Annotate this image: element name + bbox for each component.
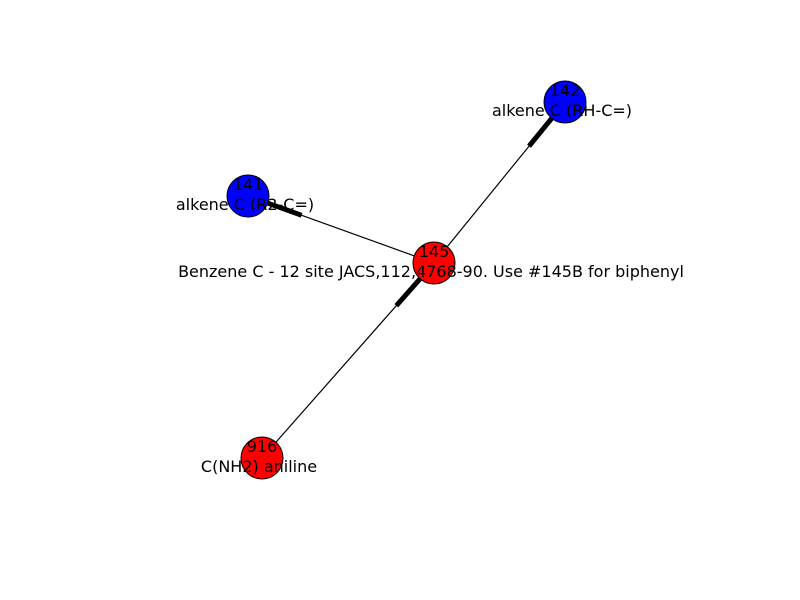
edge-arrowhead-145-142 (527, 115, 555, 148)
edge-arrowhead-145-141 (265, 200, 303, 218)
node-label-142: alkene C (RH-C=) (492, 101, 632, 120)
node-label-916: C(NH2) aniline (201, 457, 317, 476)
node-id-916: 916 (247, 437, 278, 456)
node-916 (240, 436, 284, 480)
edge-arrowhead-916-145 (394, 275, 424, 308)
node-label-145: Benzene C - 12 site JACS,112,4768-90. Us… (178, 262, 684, 281)
node-label-141: alkene C (R2-C=) (176, 195, 314, 214)
node-145 (412, 241, 456, 285)
edges-layer (247, 101, 566, 459)
node-id-145: 145 (419, 242, 450, 261)
node-141 (226, 174, 270, 218)
node-id-142: 142 (550, 81, 581, 100)
node-id-141: 141 (233, 175, 264, 194)
node-142 (543, 80, 587, 124)
nodes-layer (226, 80, 587, 480)
